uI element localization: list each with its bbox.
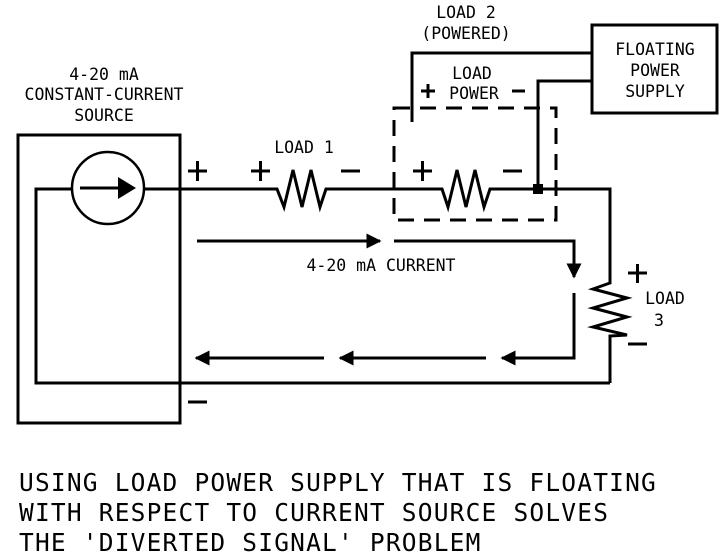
load1-resistor xyxy=(272,169,330,213)
load1-plus-sign xyxy=(251,161,270,181)
source-label-line-2: CONSTANT-CURRENT xyxy=(25,85,184,104)
supply-negative-wire xyxy=(536,79,592,189)
supply-label-line-3: SUPPLY xyxy=(625,82,685,101)
load3-label-line-2: 3 xyxy=(654,311,664,330)
caption-line-3: THE 'DIVERTED SIGNAL' PROBLEM xyxy=(19,528,482,557)
load2-label-line-1: LOAD 2 xyxy=(436,3,496,22)
current-arrow-3 xyxy=(500,293,576,366)
load-power-label-line-1: LOAD xyxy=(452,64,492,83)
load3-label-line-1: LOAD xyxy=(645,289,685,308)
floating-power-supply-box xyxy=(590,23,719,115)
source-label-line-1: 4-20 mA xyxy=(69,65,139,84)
load2-plus-sign xyxy=(413,161,432,181)
supply-label-line-2: POWER xyxy=(630,61,680,80)
load-power-plus-sign xyxy=(421,84,435,98)
load3-plus-sign xyxy=(628,264,647,283)
source-plus-sign xyxy=(188,161,207,181)
current-source-symbol xyxy=(70,150,146,226)
current-label: 4-20 mA CURRENT xyxy=(306,256,455,275)
current-arrow-2 xyxy=(394,239,582,279)
wire-to-load3 xyxy=(538,187,612,281)
caption-line-2: WITH RESPECT TO CURRENT SOURCE SOLVES xyxy=(19,498,610,527)
return-wire xyxy=(34,187,610,385)
load2-label-line-2: (POWERED) xyxy=(421,24,510,43)
source-label-line-3: SOURCE xyxy=(74,106,134,125)
current-source-arrow-head-icon xyxy=(118,177,136,199)
load3-resistor xyxy=(587,281,633,383)
load2-resistor xyxy=(439,169,538,213)
supply-positive-wire xyxy=(410,51,592,122)
current-source-box xyxy=(16,133,182,425)
load1-label: LOAD 1 xyxy=(274,138,334,157)
load2-dashed-boundary xyxy=(392,106,558,222)
supply-label-line-1: FLOATING xyxy=(615,40,694,59)
load-power-label-line-2: POWER xyxy=(449,84,499,103)
caption-line-1: USING LOAD POWER SUPPLY THAT IS FLOATING xyxy=(19,468,658,497)
